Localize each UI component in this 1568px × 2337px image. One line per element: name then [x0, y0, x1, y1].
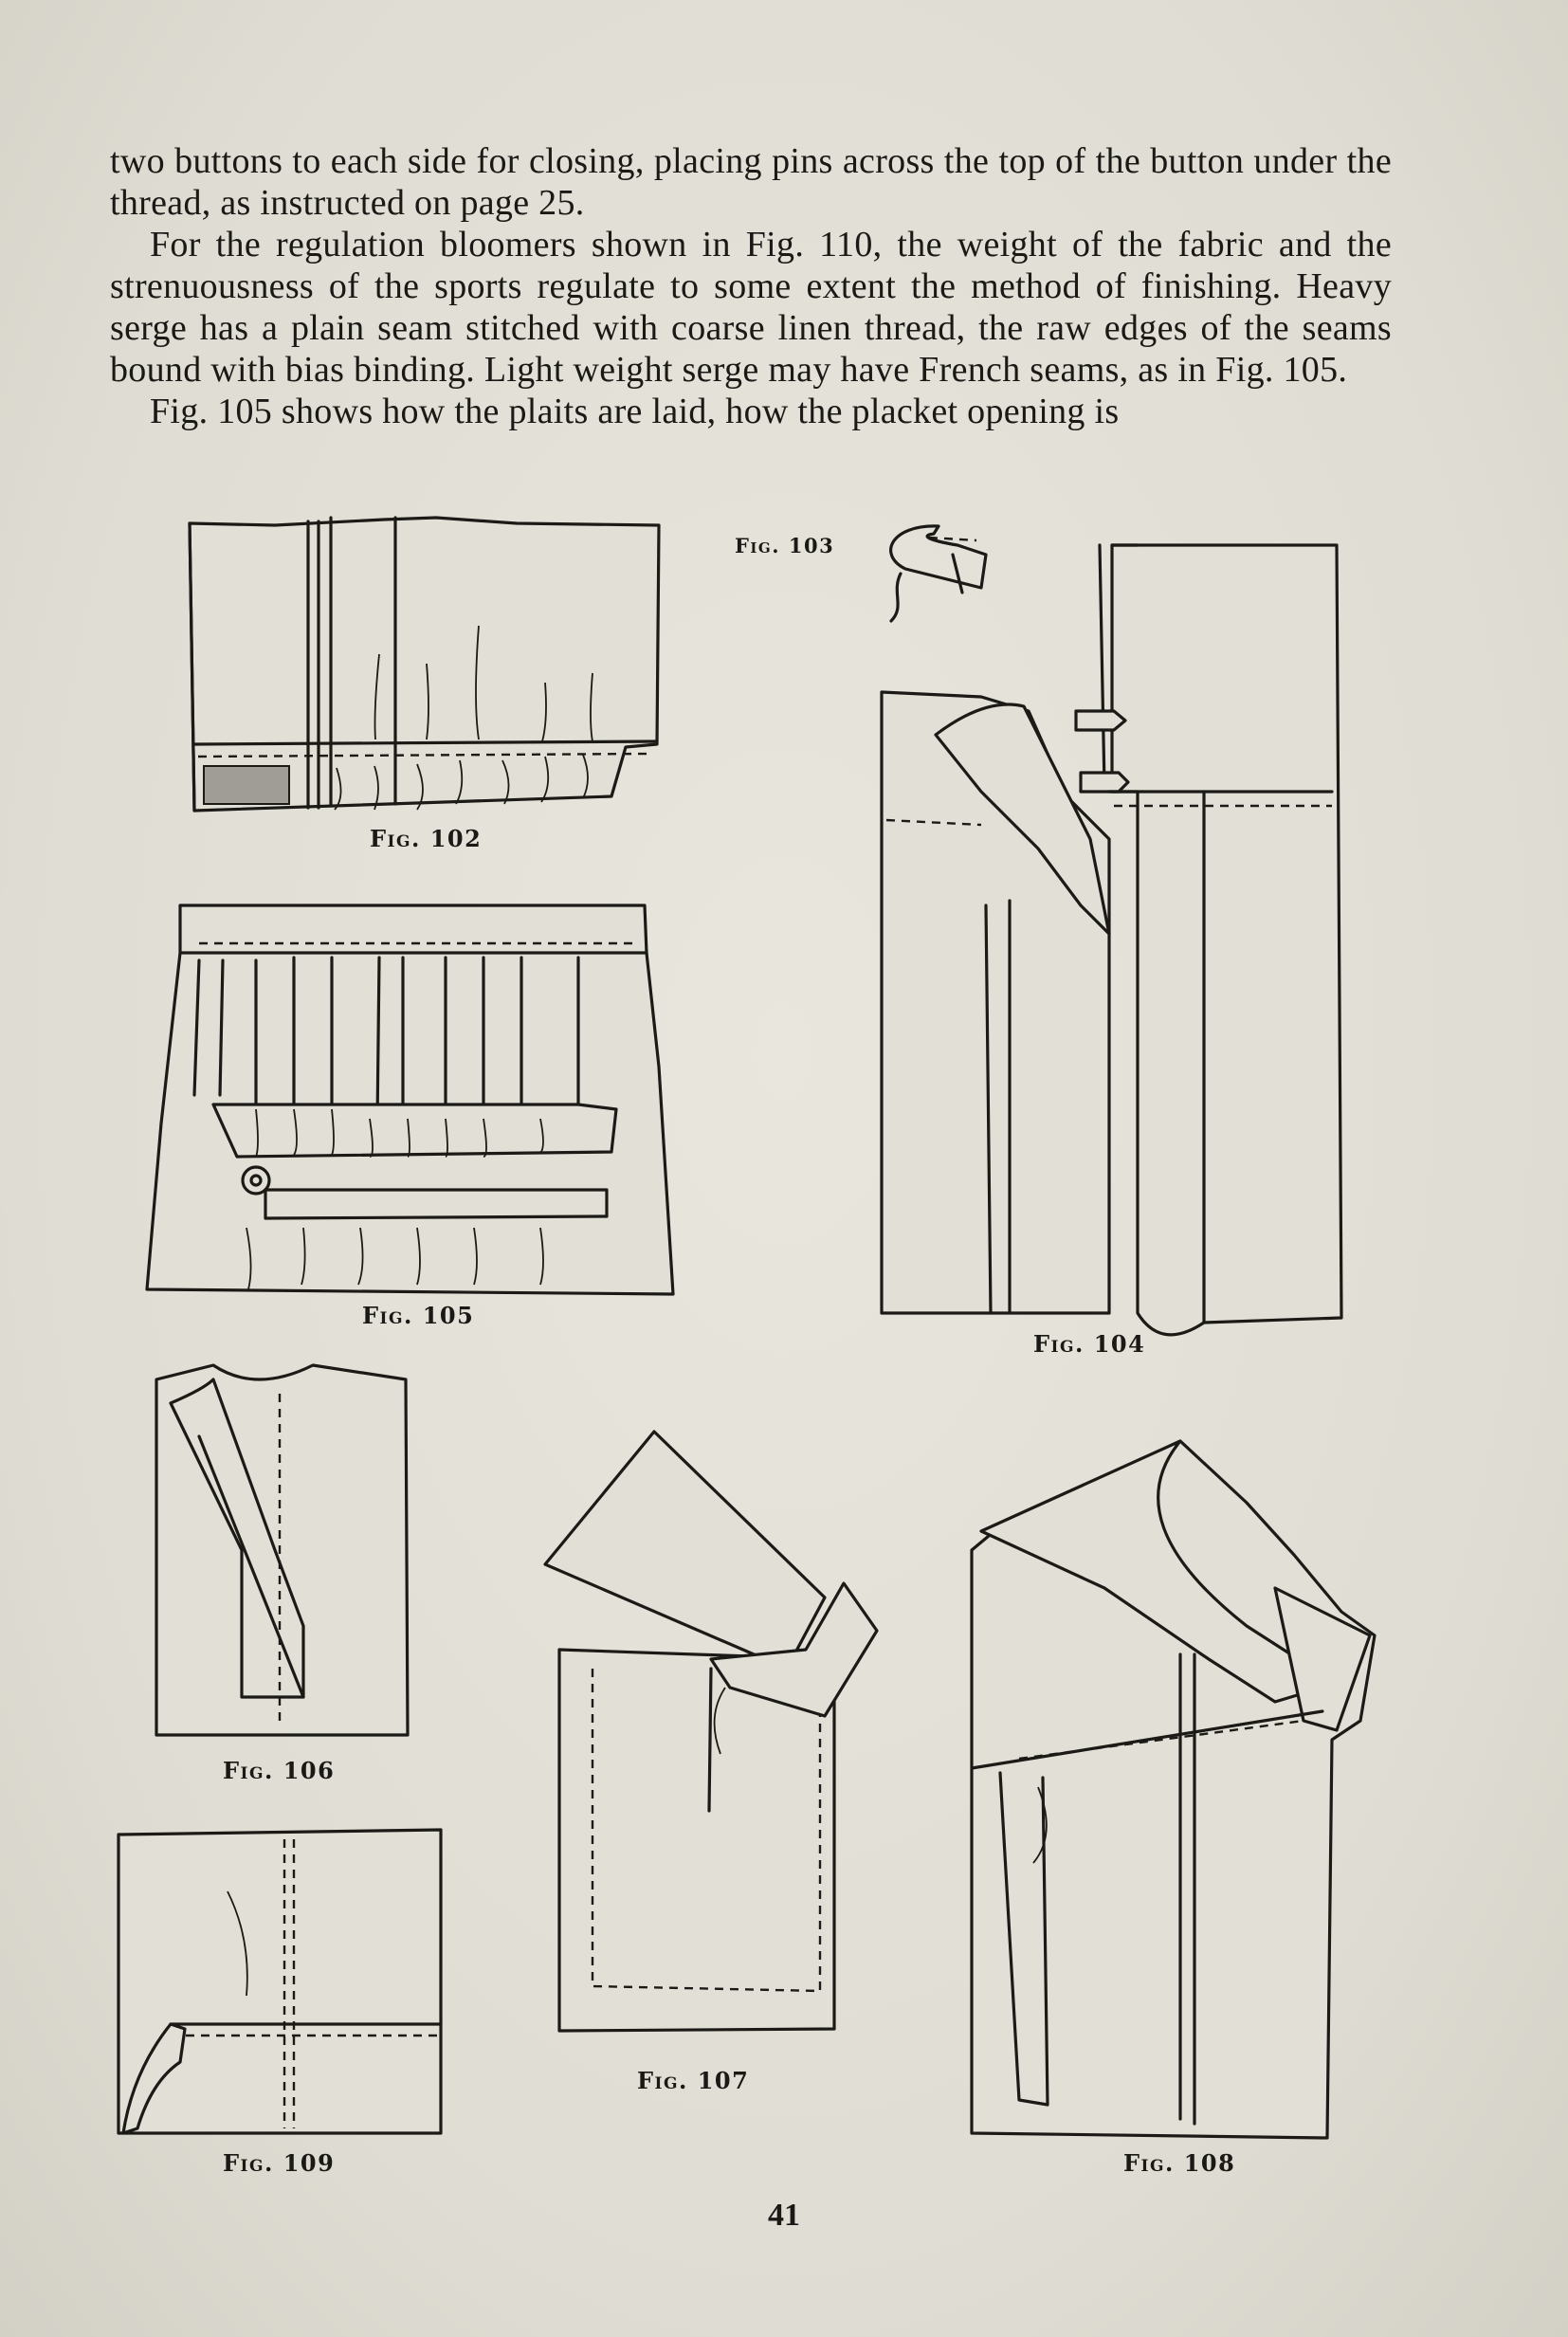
- fig-108-caption: Fig. 108: [1123, 2149, 1236, 2177]
- fig-106-illustration: [155, 1363, 410, 1737]
- paragraph: For the regulation bloomers shown in Fig…: [110, 225, 1392, 390]
- fig-106-caption: Fig. 106: [223, 1757, 336, 1784]
- fig-109-caption: Fig. 109: [223, 2149, 336, 2177]
- figure-108: Fig. 108: [962, 1436, 1398, 2177]
- figure-107: Fig. 107: [540, 1430, 882, 2095]
- figure-106: Fig. 106: [152, 1360, 410, 1792]
- fig-102-illustration: [188, 516, 661, 812]
- fig-105-caption: Fig. 105: [362, 1302, 475, 1329]
- fig-104-illustration: [880, 543, 1343, 1337]
- figure-103: Fig. 103: [730, 517, 1043, 659]
- fig-109-illustration: [117, 1828, 443, 2135]
- fig-107-illustration: [543, 1430, 879, 2033]
- figure-105: Fig. 105: [142, 904, 675, 1337]
- fig-103-illustration: [889, 524, 988, 623]
- paragraph: two buttons to each side for closing, pl…: [110, 141, 1392, 223]
- figure-104: Fig. 104: [877, 536, 1351, 1360]
- body-text: two buttons to each side for closing, pl…: [110, 140, 1392, 432]
- page-number: 41: [768, 2198, 800, 2233]
- fig-107-caption: Fig. 107: [637, 2067, 750, 2094]
- figure-109: Fig. 109: [114, 1825, 455, 2177]
- fig-104-caption: Fig. 104: [1033, 1330, 1146, 1358]
- fig-105-illustration: [145, 904, 675, 1296]
- paragraph: Fig. 105 shows how the plaits are laid, …: [150, 392, 1120, 431]
- fig-103-caption: Fig. 103: [735, 534, 835, 557]
- fig-108-illustration: [970, 1439, 1377, 2140]
- fig-102-caption: Fig. 102: [370, 825, 483, 852]
- figure-102: Fig. 102: [185, 512, 661, 852]
